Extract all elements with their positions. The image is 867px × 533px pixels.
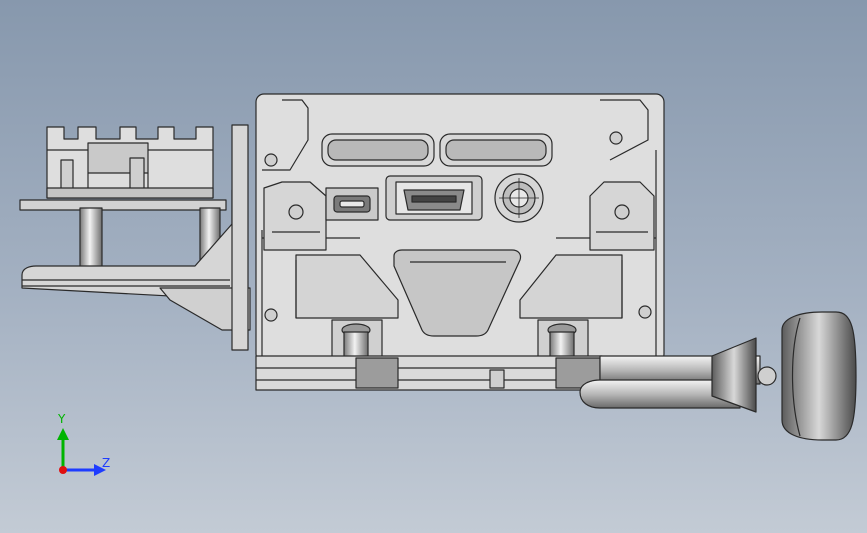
standoff-post-left[interactable]: [79, 207, 103, 269]
z-axis-label: Z: [102, 456, 111, 470]
y-axis-arrow-icon: [57, 428, 69, 440]
micro-usb-port[interactable]: [325, 187, 379, 221]
y-axis-label: Y: [58, 412, 66, 426]
mount-hole-top-right[interactable]: [609, 131, 623, 145]
hdmi-port[interactable]: [385, 175, 483, 221]
side-lug-right[interactable]: [589, 181, 655, 251]
mount-hole-bottom-right[interactable]: [638, 305, 652, 319]
mount-hole-bottom-left[interactable]: [264, 308, 278, 322]
mount-hole-top-left[interactable]: [264, 153, 278, 167]
control-knob[interactable]: [781, 311, 857, 441]
x-axis-dot-icon: [59, 466, 67, 474]
side-lug-left[interactable]: [263, 181, 327, 251]
z-axis-arrow-icon: [94, 464, 106, 476]
screw-boss-right[interactable]: [537, 319, 589, 361]
rotary-dial-connector[interactable]: [494, 173, 544, 223]
base-rail[interactable]: [255, 355, 603, 391]
side-flange[interactable]: [231, 124, 249, 351]
screw-boss-left[interactable]: [331, 319, 383, 361]
center-recess[interactable]: [393, 249, 522, 337]
shaft-pin[interactable]: [757, 366, 777, 386]
axis-triad: [57, 428, 106, 476]
mounting-tab-plate[interactable]: [19, 199, 227, 211]
knob-cone[interactable]: [711, 337, 757, 413]
left-clip-bracket[interactable]: [46, 126, 214, 199]
